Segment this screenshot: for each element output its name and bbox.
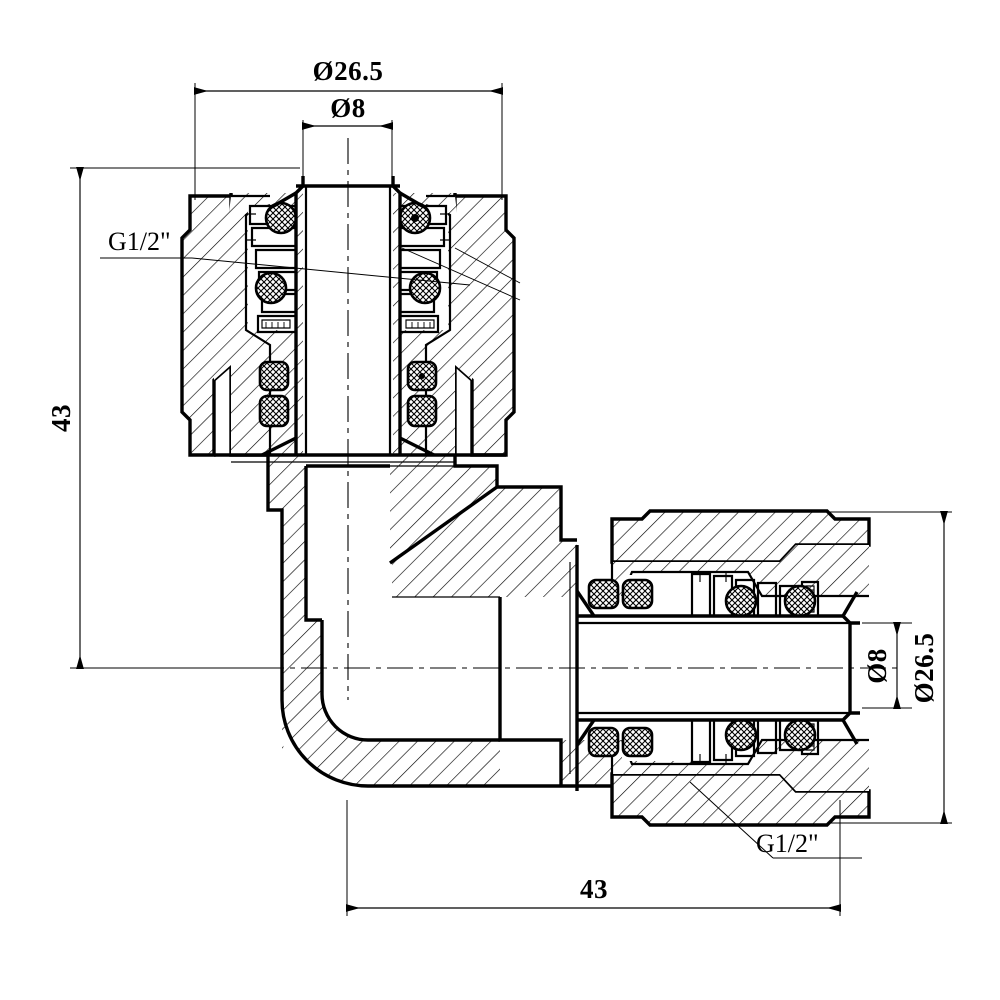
right-port-bottom-gripcavity [622,720,748,761]
centerlines-group [258,138,900,700]
upper-oring-left-3 [258,360,290,392]
right-port-bottom-nut [612,774,869,825]
dimension-left-height: 43 [46,167,300,669]
dim-label-left-height: 43 [46,404,76,432]
upper-tube-chamfer-left [271,191,297,209]
upper-oring-left-1 [264,201,298,235]
upper-oring-right-3 [406,360,438,392]
dimension-right-outer-diameter: Ø26.5 [830,511,952,824]
upper-tube-wall-right [391,176,402,455]
right-tube-wall-bottom [577,711,860,722]
upper-port-right-sleeve [426,196,472,455]
annotation-thread-top: G1/2" [100,227,471,286]
right-port-top-gripcavity [622,575,748,616]
dimension-top-outer-diameter: Ø26.5 [194,56,503,200]
body-outline-lower-right [498,597,563,786]
elbow-internal-cavity [306,466,500,740]
right-tube-wall-top [577,614,860,625]
right-port-top-nut [612,511,869,562]
dim-label-right-outer-diameter: Ø26.5 [909,633,939,704]
right-oring-top-2 [783,584,817,618]
upper-oring-right-2 [408,271,442,305]
annotation-label-thread-top: G1/2" [108,227,171,256]
right-push-fit-port [569,509,871,827]
leader-slant-bottom [689,781,774,859]
right-oring-bottom-3 [587,726,620,758]
upper-oring-right-1 [398,201,432,235]
dimension-right-bore-diameter: Ø8 [862,622,912,709]
internal-ref-line-upper2 [401,247,521,301]
right-oring-bottom-2 [783,718,817,752]
right-port-bottom-sleeve [612,740,869,791]
internal-ref-line-upper [454,247,521,284]
upper-oring-left-2 [254,271,288,305]
dim-label-top-bore-diameter: Ø8 [330,93,366,123]
dimension-top-bore-diameter: Ø8 [302,93,393,186]
upper-port-mouth-right [399,436,435,457]
upper-tube-chamfer-right [399,191,425,209]
upper-port-left-sleeve [214,196,270,455]
dim-label-bottom-length: 43 [580,874,608,904]
right-port-mouth-bottom [575,719,596,746]
dim-label-top-outer-diameter: Ø26.5 [313,56,384,86]
body-outline-knee-right [497,485,577,542]
body-outline-inner-left-bore [304,466,322,622]
annotation-thread-bottom: G1/2" [689,781,862,859]
body-bend-fill [282,620,368,786]
dim-label-right-bore-diameter: Ø8 [862,648,892,684]
annotation-label-thread-bottom: G1/2" [756,829,819,858]
body-knee-horizontal [390,466,577,597]
body-outline-bend-outer [280,699,700,804]
upper-port-mouth-left [261,436,297,457]
right-oring-bottom-4 [621,726,654,758]
right-oring-bottom-1 [724,718,758,752]
right-tube-bore [577,623,860,713]
right-oring-top-4 [621,578,654,610]
right-tube-chamfer-bottom [841,719,859,745]
right-tube-chamfer-top [841,591,859,617]
right-port-mouth-top [575,590,596,617]
right-port-top-sleeve [612,545,869,596]
upper-oring-left-4 [258,394,290,428]
upper-oring-right-4 [406,394,438,428]
body-outline-chamfer-45 [389,485,498,565]
right-oring-top-1 [724,584,758,618]
body-outline-bend-inner [320,620,500,742]
upper-port-right-nut [455,196,514,455]
right-oring-top-3 [587,578,620,610]
leader-slant-top [191,257,471,286]
